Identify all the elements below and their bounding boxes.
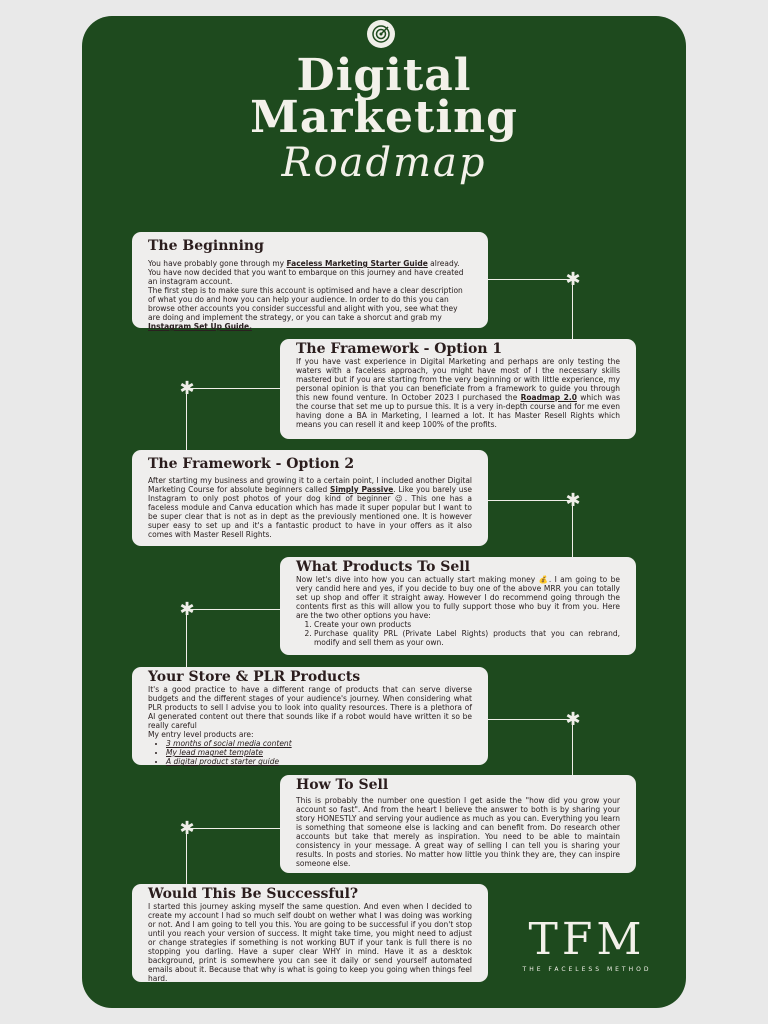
section-body: This is probably the number one question… <box>296 796 620 868</box>
section-body: It's a good practice to have a different… <box>148 685 472 766</box>
section-title: How To Sell <box>296 777 389 793</box>
options-list: Create your own products Purchase qualit… <box>296 620 620 647</box>
body-text: After starting my business and growing i… <box>148 476 472 494</box>
asterisk-icon: ✱ <box>565 269 581 290</box>
section-body: You have probably gone through my Facele… <box>148 259 472 331</box>
asterisk-icon: ✱ <box>565 490 581 511</box>
body-text: The first step is to make sure this acco… <box>148 286 463 322</box>
body-text: You have probably gone through my <box>148 259 287 268</box>
body-text: It's a good practice to have a different… <box>148 685 472 730</box>
social-content-link[interactable]: 3 months of social media content <box>166 739 472 748</box>
section-card-beginning: The Beginning You have probably gone thr… <box>132 232 488 331</box>
section-title: The Framework - Option 2 <box>148 456 355 472</box>
list-item: Purchase quality PRL (Private Label Righ… <box>314 629 620 647</box>
roadmap-poster: Digital Marketing Roadmap ✱ ✱ ✱ ✱ ✱ ✱ Th… <box>82 16 686 1008</box>
connector-line <box>572 279 573 339</box>
body-text: which was the course that set me up to p… <box>296 393 620 429</box>
asterisk-icon: ✱ <box>179 599 195 620</box>
connector-line <box>488 500 572 501</box>
body-text: . Like you barely use Instagram to only … <box>148 485 472 539</box>
connector-line <box>572 719 573 775</box>
target-icon <box>367 20 395 48</box>
body-text: My entry level products are: <box>148 730 254 739</box>
section-body: Now let's dive into how you can actually… <box>296 575 620 647</box>
lead-magnet-link[interactable]: My lead magnet template <box>166 748 472 757</box>
product-links-list: 3 months of social media content My lead… <box>148 739 472 766</box>
list-item: Create your own products <box>314 620 620 629</box>
body-text: I started this journey asking myself the… <box>148 902 472 983</box>
simply-passive-link[interactable]: Simply Passive <box>329 485 394 494</box>
connector-line <box>186 609 187 667</box>
section-card-products: What Products To Sell Now let's dive int… <box>280 557 636 655</box>
connector-line <box>186 828 187 884</box>
body-text: Now let's dive into how you can actually… <box>296 575 620 620</box>
connector-line <box>186 828 280 829</box>
section-card-framework-2: The Framework - Option 2 After starting … <box>132 450 488 546</box>
title-line-1: Digital <box>296 50 472 101</box>
body-text: This is probably the number one question… <box>296 796 620 868</box>
script-subtitle: Roadmap <box>281 140 487 186</box>
section-title: Your Store & PLR Products <box>148 669 361 685</box>
title-line-2: Marketing <box>250 92 518 143</box>
connector-line <box>488 719 572 720</box>
brand-logo: TFM <box>528 914 646 965</box>
connector-line <box>186 388 187 450</box>
body-text: already. You have now decided that you w… <box>148 259 464 286</box>
connector-line <box>186 388 280 389</box>
brand-tagline: THE FACELESS METHOD <box>522 966 652 973</box>
connector-line <box>186 609 280 610</box>
section-title: The Framework - Option 1 <box>296 341 503 357</box>
starter-guide-link[interactable]: Faceless Marketing Starter Guide <box>286 259 428 268</box>
section-card-store: Your Store & PLR Products It's a good pr… <box>132 667 488 766</box>
setup-guide-link[interactable]: Instagram Set Up Guide. <box>148 322 252 331</box>
section-title: What Products To Sell <box>296 559 470 575</box>
section-title: Would This Be Successful? <box>148 886 359 902</box>
section-card-how-to-sell: How To Sell This is probably the number … <box>280 775 636 873</box>
connector-line <box>488 279 572 280</box>
asterisk-icon: ✱ <box>565 709 581 730</box>
section-body: I started this journey asking myself the… <box>148 902 472 983</box>
section-body: After starting my business and growing i… <box>148 476 472 539</box>
section-body: If you have vast experience in Digital M… <box>296 357 620 429</box>
section-title: The Beginning <box>148 238 264 254</box>
asterisk-icon: ✱ <box>179 818 195 839</box>
asterisk-icon: ✱ <box>179 378 195 399</box>
section-card-framework-1: The Framework - Option 1 If you have vas… <box>280 339 636 439</box>
connector-line <box>572 500 573 557</box>
roadmap-link[interactable]: Roadmap 2.0 <box>520 393 577 402</box>
starter-guide-link[interactable]: A digital product starter guide <box>166 757 472 766</box>
body-text: If you have vast experience in Digital M… <box>296 357 620 402</box>
section-card-successful: Would This Be Successful? I started this… <box>132 884 488 983</box>
